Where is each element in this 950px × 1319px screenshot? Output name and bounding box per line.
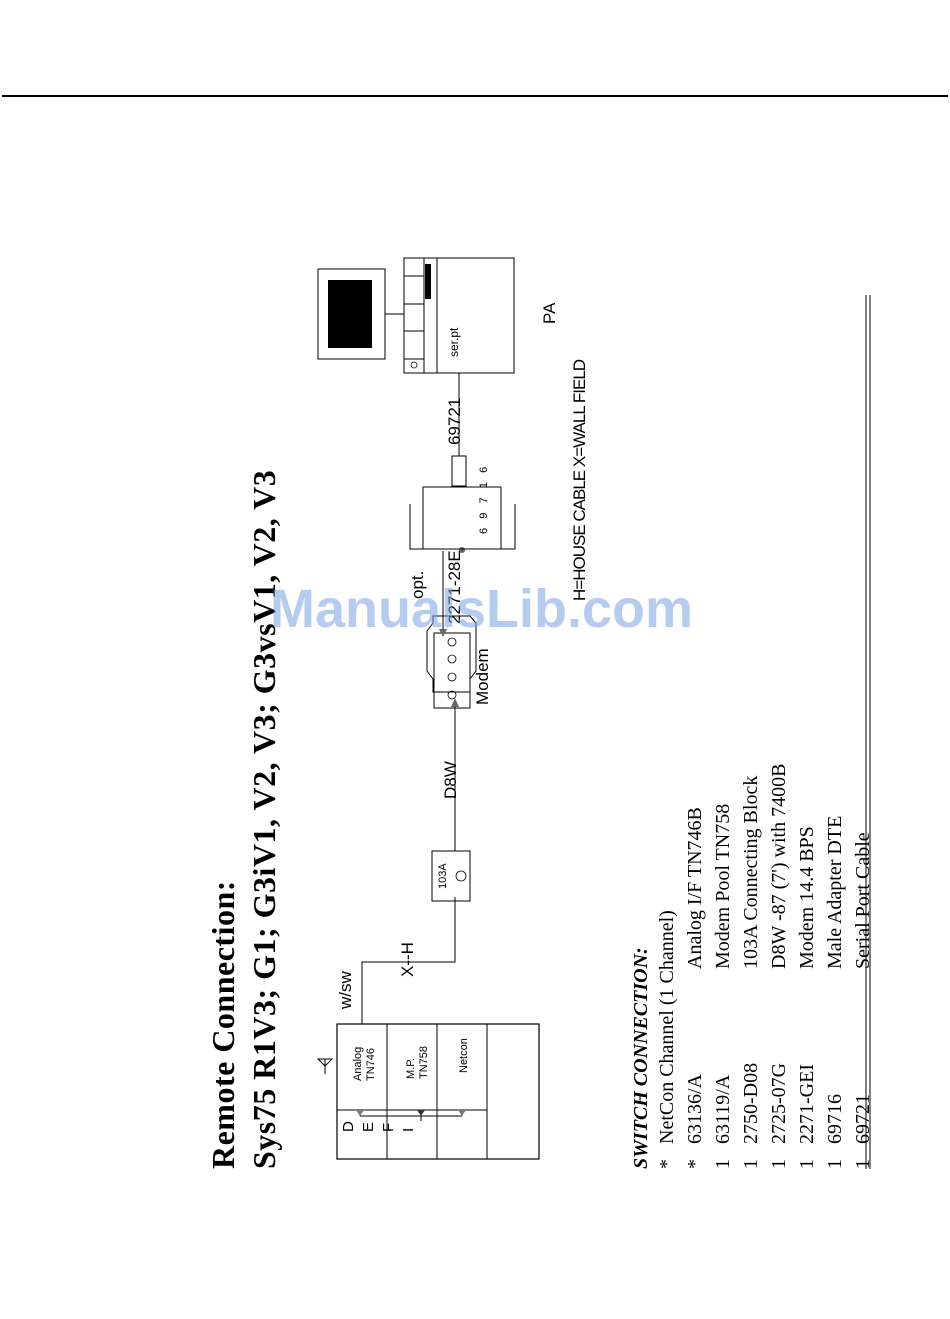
slot-netcon: Netcon [458, 1038, 470, 1073]
row-code: 69721 [852, 1094, 874, 1144]
row-desc: Analog I/F TN746B [684, 807, 706, 969]
row-qty: 1 [712, 1159, 734, 1169]
row-qty: 1 [796, 1159, 818, 1169]
slot-mp-line2: TN758 [418, 1045, 430, 1079]
row-desc: Male Adapter DTE [824, 815, 846, 969]
watermark: ManualsLib.com [270, 579, 694, 639]
monitor-screen [328, 280, 372, 348]
db-connector [422, 486, 502, 550]
slot-mp-line1: M.P. [405, 1057, 417, 1079]
switch-connection-heading: SWITCH CONNECTION: [630, 947, 652, 1169]
wire-2271-arrow [439, 629, 447, 637]
row-qty: * [656, 1159, 678, 1169]
definity-letter: F [380, 1122, 397, 1132]
pin-label: 7 [478, 497, 490, 504]
row-code: 2750-D08 [740, 1062, 762, 1144]
slot-analog: Analog TN746 [352, 1047, 378, 1081]
slot-analog-line2: TN746 [365, 1047, 377, 1081]
computer-drive-slot [425, 264, 431, 299]
pin-label: 6 [478, 466, 490, 473]
legend: H=HOUSE CABLE X=WALL FIELD [570, 359, 589, 601]
row-desc: NetCon Channel (1 Channel) [656, 910, 678, 1144]
d8w-arrow-end [451, 698, 459, 707]
row-desc: D8W -87 (7') with 7400B [768, 763, 790, 969]
arrow-netcon [458, 1110, 466, 1116]
row-qty: 1 [824, 1159, 846, 1169]
db-connector-flange-bottom [501, 504, 516, 550]
label-pa: PA [540, 302, 559, 324]
block-103a-jack [455, 870, 467, 882]
connector-pins: 6 9 7 1 6 [478, 467, 490, 534]
label-wsw: w/sw [336, 971, 355, 1009]
row-code: 63136/A [684, 1074, 706, 1144]
definity-letter: E [360, 1121, 377, 1132]
row-code: 2271-GEI [796, 1064, 818, 1144]
modem-led-1 [447, 690, 457, 700]
slot-mp: M.P. TN758 [405, 1046, 431, 1079]
block-103a [431, 850, 471, 902]
modem-led-4 [447, 637, 457, 647]
computer-power-button [410, 361, 418, 369]
label-d8w: D8W [441, 761, 460, 799]
modem-led-3 [447, 654, 457, 664]
pin-label: 9 [478, 512, 490, 519]
arrow-up-head [316, 1058, 334, 1067]
label-modem: Modem [473, 648, 492, 705]
row-qty: 1 [768, 1159, 790, 1169]
top-rule [2, 95, 948, 97]
row-desc: Modem 14.4 BPS [796, 826, 818, 969]
db-connector-flange-top [409, 504, 423, 550]
modem-led-2 [447, 672, 457, 682]
definity-label: D E F I [340, 1121, 417, 1132]
wire-analog-to-103a [361, 897, 456, 1024]
pin-label: 1 [478, 481, 490, 489]
label-xh: X--H [398, 942, 417, 977]
row-desc: Serial Port Cable [852, 832, 874, 969]
row-desc: Modem Pool TN758 [712, 803, 734, 969]
row-code: 2725-07G [768, 1062, 790, 1144]
row-desc: 103A Connecting Block [740, 775, 762, 969]
arrow-mp [417, 1110, 425, 1116]
label-103a: 103A [437, 863, 449, 889]
row-code: 63119/A [712, 1074, 734, 1144]
db-connector-tail [451, 455, 467, 487]
definity-letter: I [400, 1127, 417, 1132]
row-qty: 1 [852, 1159, 874, 1169]
definity-cabinet [336, 1023, 540, 1160]
arrow-analog [356, 1110, 364, 1116]
modem-front [433, 632, 471, 709]
label-serial-port: ser.pt [447, 327, 461, 357]
computer-top-strip [403, 257, 425, 374]
slot-analog-line1: Analog [352, 1046, 364, 1081]
label-69721: 69721 [445, 397, 464, 445]
definity-letter: D [340, 1121, 357, 1132]
pin-label: 6 [478, 527, 490, 534]
row-code: 69716 [824, 1094, 846, 1144]
row-qty: * [684, 1159, 706, 1169]
row-qty: 1 [740, 1159, 762, 1169]
